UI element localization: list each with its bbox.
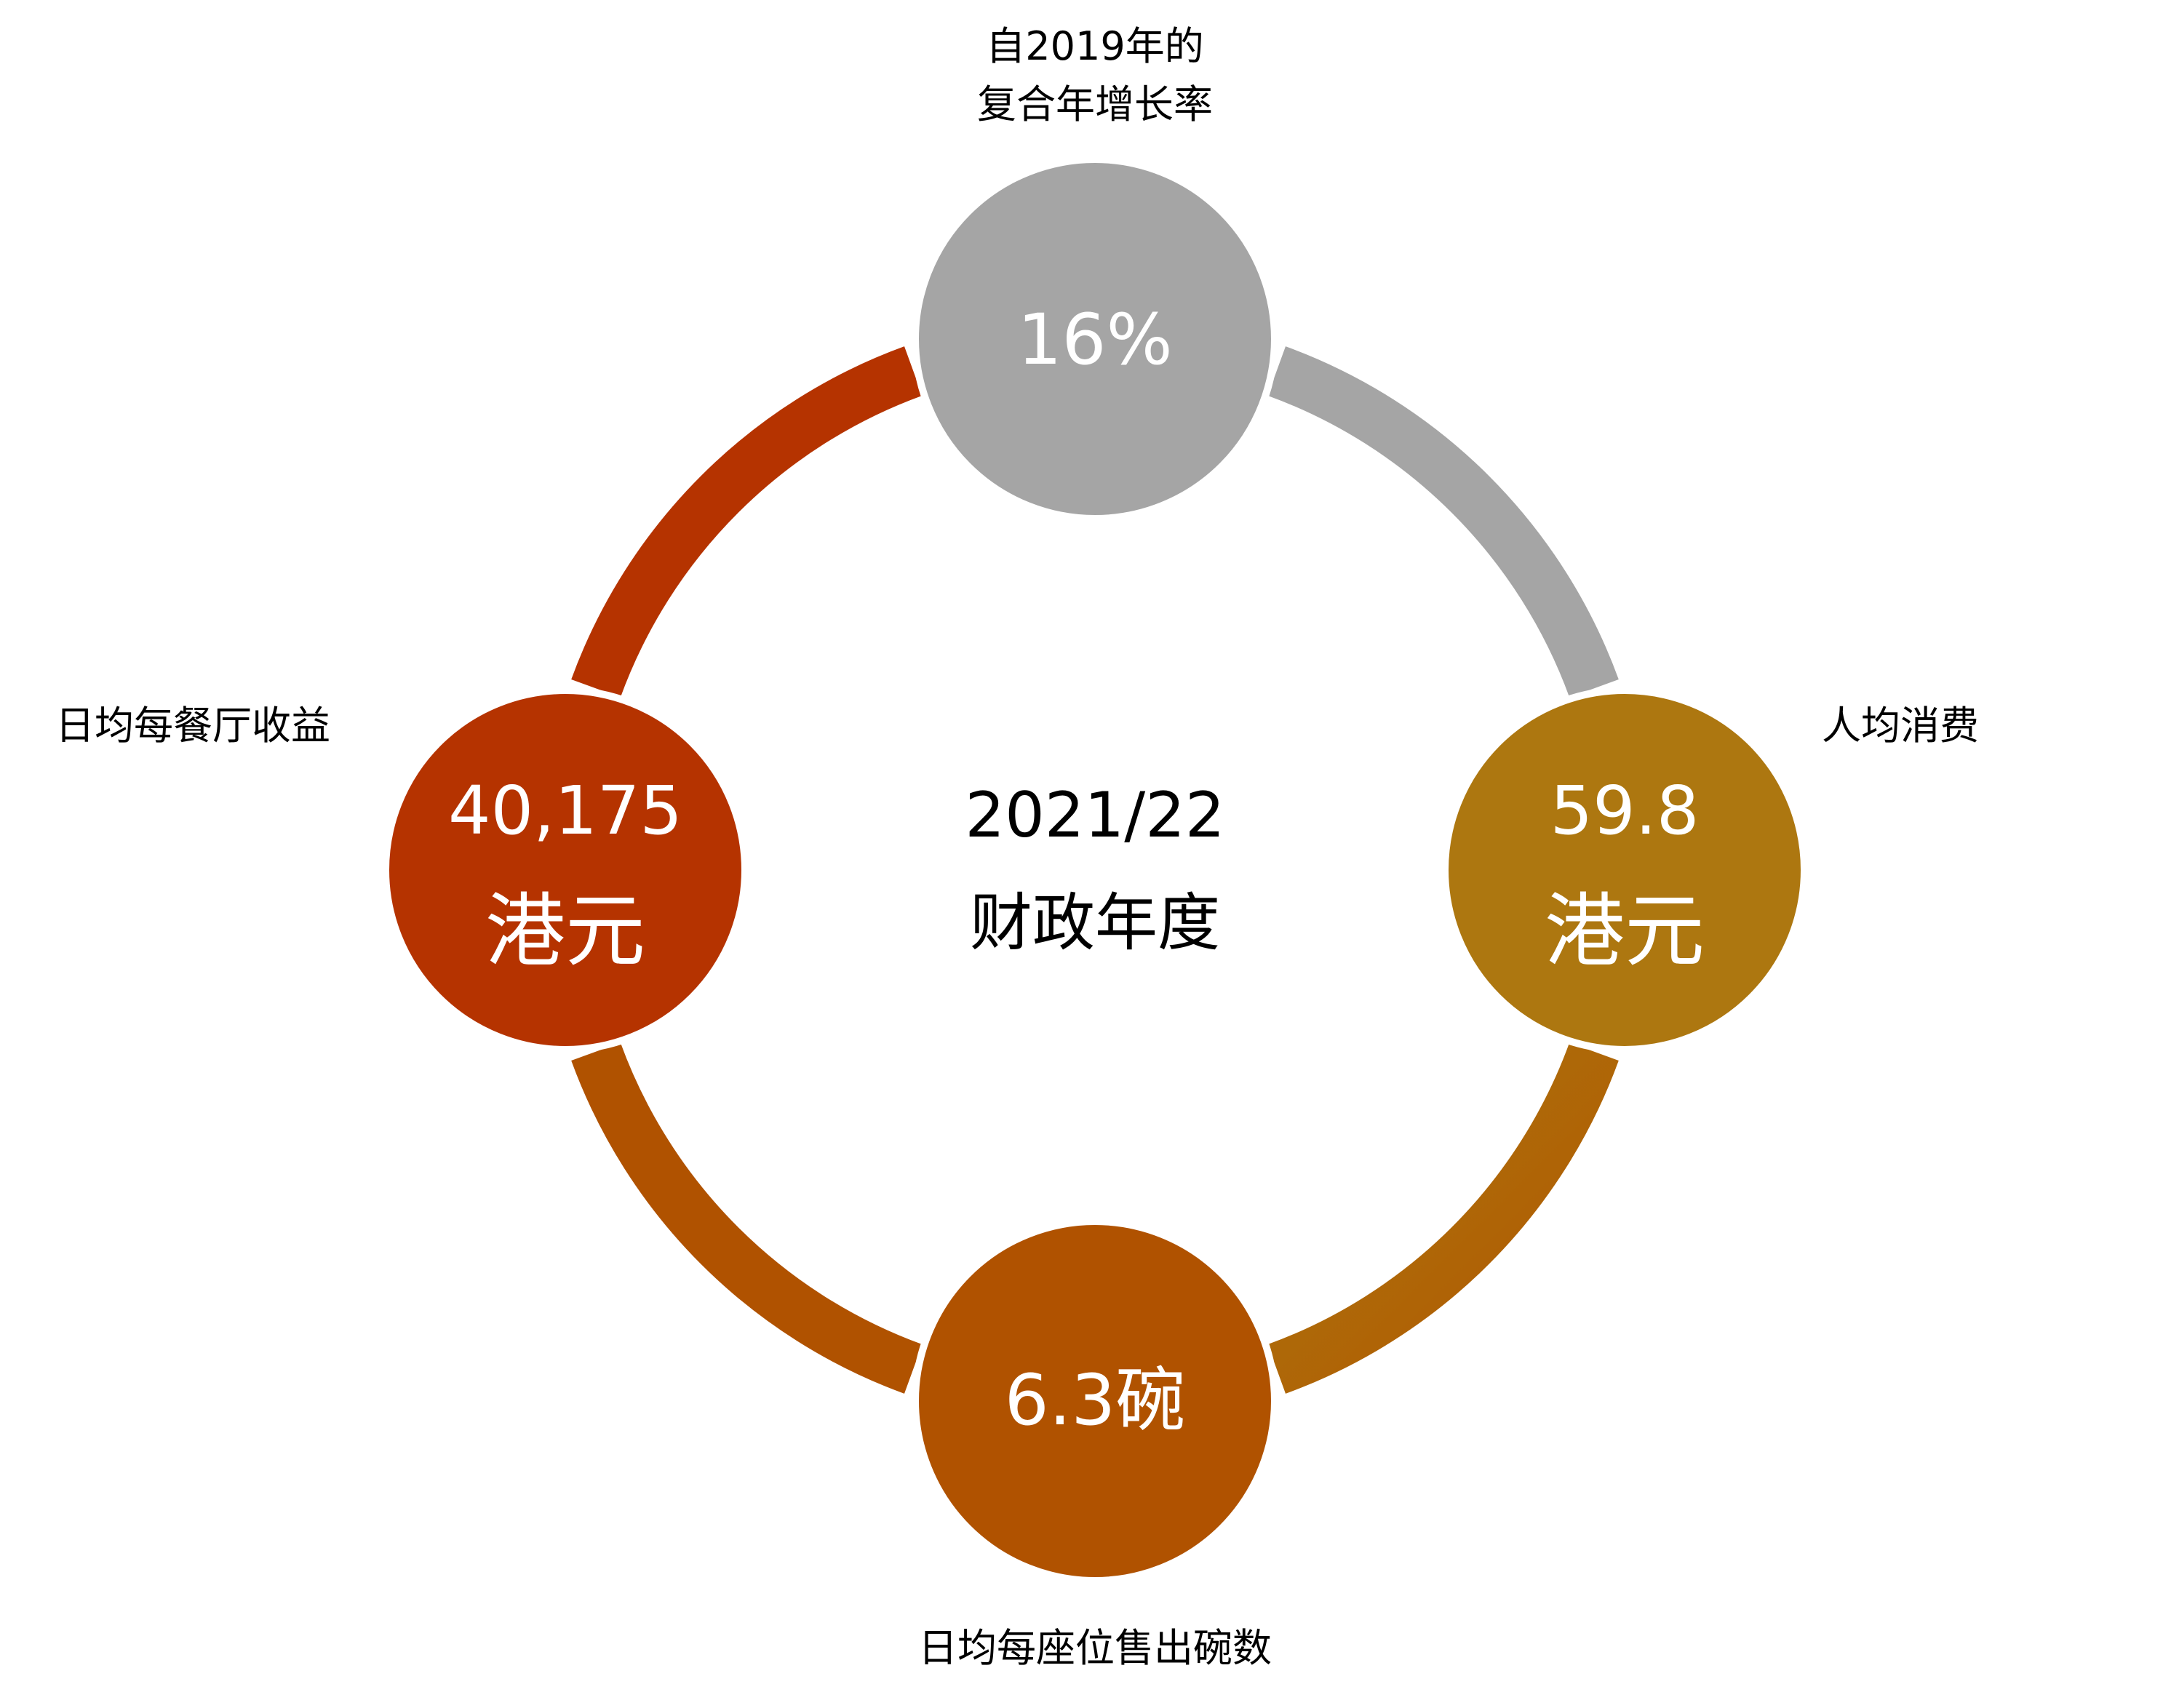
label-revenue-per-restaurant: 日均每餐厅收益 — [55, 703, 330, 749]
label-cagr-line2: 复合年增长率 — [977, 81, 1213, 127]
label-per-capita-spend: 人均消费 — [1822, 703, 1979, 749]
arc-right-bottom — [1267, 1042, 1619, 1394]
node-bowls-per-seat: 6.3碗 — [912, 1218, 1278, 1584]
label-cagr: 自2019年的 复合年增长率 — [977, 23, 1213, 127]
center-caption: 2021/22 财政年度 — [965, 779, 1224, 959]
label-bowls-per-seat: 日均每座位售出碗数 — [918, 1625, 1272, 1671]
node-per-capita-spend-unit: 港元 — [1545, 885, 1705, 978]
node-per-capita-spend-circle — [1441, 687, 1808, 1053]
label-cagr-line1: 自2019年的 — [986, 23, 1203, 69]
node-revenue-per-restaurant-value: 40,175 — [448, 772, 682, 850]
arc-bottom-left — [571, 1042, 923, 1394]
node-cagr: 16% — [912, 156, 1278, 522]
node-bowls-per-seat-value: 6.3碗 — [1005, 1360, 1186, 1441]
center-year: 2021/22 — [965, 779, 1224, 852]
node-revenue-per-restaurant: 40,175 港元 — [382, 687, 749, 1053]
arc-top-right — [1267, 346, 1619, 698]
arc-left-top — [571, 346, 923, 698]
node-cagr-value: 16% — [1017, 299, 1172, 380]
node-per-capita-spend-value: 59.8 — [1550, 772, 1700, 850]
center-fiscal-year: 财政年度 — [970, 887, 1220, 959]
node-revenue-per-restaurant-unit: 港元 — [485, 885, 645, 978]
node-per-capita-spend: 59.8 港元 — [1441, 687, 1808, 1053]
node-revenue-per-restaurant-circle — [382, 687, 749, 1053]
node-cagr-circle — [912, 156, 1278, 522]
node-bowls-per-seat-circle — [912, 1218, 1278, 1584]
